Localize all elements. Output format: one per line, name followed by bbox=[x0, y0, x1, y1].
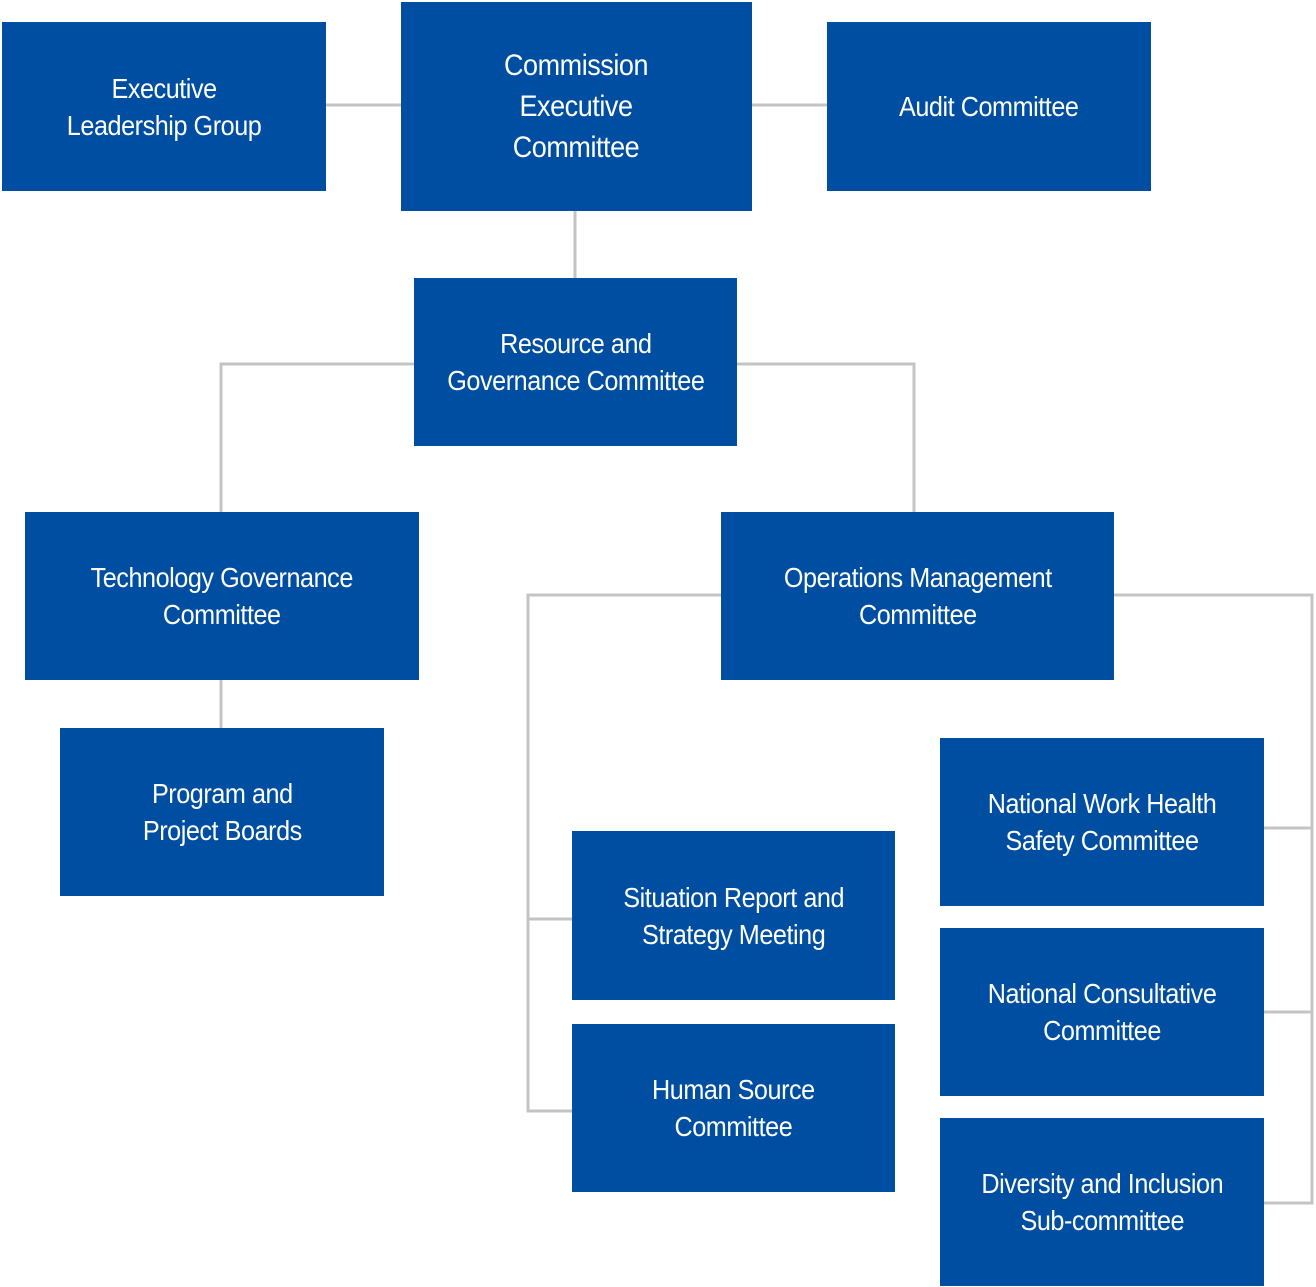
national-consultative-committee-label: National Consultative Committee bbox=[987, 978, 1217, 1046]
technology-governance-committee-box: Technology Governance Committee bbox=[25, 512, 419, 680]
connector-omc-left-branch bbox=[526, 593, 721, 1113]
commission-executive-committee-box: Commission Executive Committee bbox=[401, 2, 752, 211]
connector-rgc-to-omc bbox=[736, 362, 916, 512]
human-source-committee-box: Human Source Committee bbox=[572, 1024, 895, 1192]
situation-report-strategy-meeting-box: Situation Report and Strategy Meeting bbox=[572, 831, 895, 1000]
diversity-inclusion-subcommittee-box: Diversity and Inclusion Sub-committee bbox=[940, 1118, 1264, 1286]
program-project-boards-label: Program and Project Boards bbox=[142, 778, 302, 846]
audit-committee-box: Audit Committee bbox=[827, 22, 1151, 191]
operations-management-committee-label: Operations Management Committee bbox=[783, 562, 1052, 630]
connector-rgc-to-tgc bbox=[219, 362, 414, 512]
operations-management-committee-box: Operations Management Committee bbox=[721, 512, 1114, 680]
program-project-boards-box: Program and Project Boards bbox=[60, 728, 384, 896]
resource-governance-committee-box: Resource and Governance Committee bbox=[414, 278, 737, 446]
human-source-committee-label: Human Source Committee bbox=[652, 1074, 815, 1142]
national-whs-committee-box: National Work Health Safety Committee bbox=[940, 738, 1264, 906]
connector-omc-right-branch bbox=[1113, 593, 1314, 1205]
commission-executive-committee-label: Commission Executive Committee bbox=[504, 49, 649, 164]
technology-governance-committee-label: Technology Governance Committee bbox=[90, 562, 354, 630]
diversity-inclusion-subcommittee-label: Diversity and Inclusion Sub-committee bbox=[981, 1168, 1223, 1236]
national-consultative-committee-box: National Consultative Committee bbox=[940, 928, 1264, 1096]
situation-report-strategy-meeting-label: Situation Report and Strategy Meeting bbox=[623, 881, 844, 950]
national-whs-committee-label: National Work Health Safety Committee bbox=[987, 788, 1217, 856]
audit-committee-label: Audit Committee bbox=[899, 91, 1079, 122]
executive-leadership-group-label: Executive Leadership Group bbox=[66, 72, 262, 141]
executive-leadership-group-box: Executive Leadership Group bbox=[2, 22, 326, 191]
resource-governance-committee-label: Resource and Governance Committee bbox=[446, 328, 705, 396]
